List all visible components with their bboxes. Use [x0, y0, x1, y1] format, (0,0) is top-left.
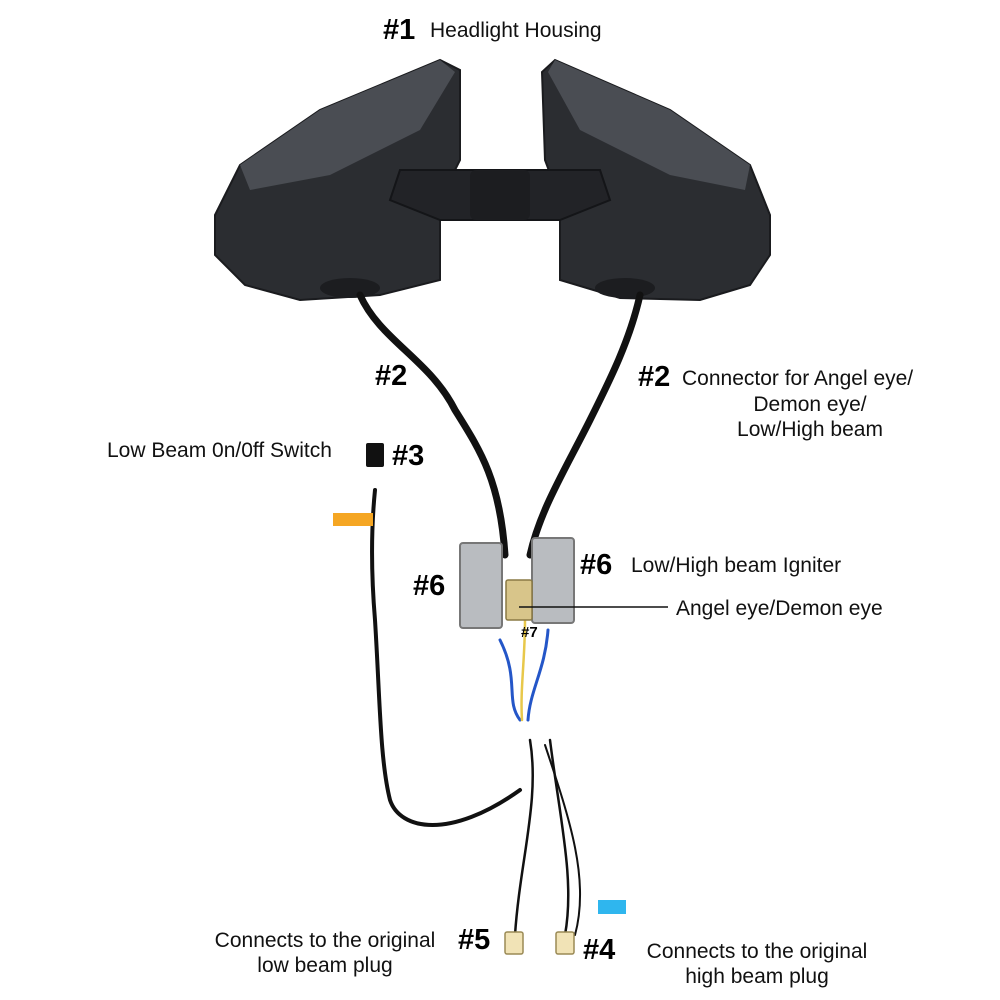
high-beam-plug — [555, 931, 575, 955]
label-3-number: #3 — [392, 440, 425, 472]
igniter-left — [459, 542, 503, 629]
wire-yellow — [520, 618, 527, 722]
harness-cables — [356, 291, 644, 937]
label-2-right-number: #2 — [638, 361, 671, 393]
label-2-right-line1: Connector for Angel eye/ — [682, 367, 914, 390]
headlight-housing — [214, 58, 771, 302]
label-3-text: Low Beam 0n/0ff Switch — [107, 439, 332, 462]
label-4-number: #4 — [583, 934, 616, 966]
label-6-left-number: #6 — [413, 570, 446, 602]
cable-left — [356, 291, 509, 559]
switch — [333, 443, 384, 526]
label-2-left-number: #2 — [375, 360, 408, 392]
label-6-right-number: #6 — [580, 549, 613, 581]
label-4-line1: Connects to the original — [646, 940, 868, 963]
cable-right — [526, 291, 644, 559]
housing-left-top — [240, 60, 455, 190]
igniter-right — [531, 537, 575, 624]
plugs — [504, 900, 626, 955]
bulb-socket-left — [320, 278, 380, 298]
wire-to-low-plug — [513, 738, 535, 937]
label-5-line1: Connects to the original — [214, 929, 436, 952]
label-2-right-line3: Low/High beam — [737, 418, 883, 441]
wire-blue-left — [498, 638, 522, 722]
housing-right-top — [548, 60, 750, 190]
wire-to-high-plug — [548, 738, 570, 937]
label-4-line2: high beam plug — [685, 965, 829, 988]
cable-switch — [369, 488, 522, 827]
label-5-number: #5 — [458, 924, 491, 956]
label-1-number: #1 — [383, 14, 416, 46]
label-7-number: #7 — [521, 624, 538, 641]
switch-body — [366, 443, 384, 467]
label-5-line2: low beam plug — [257, 954, 393, 977]
label-7-text: Angel eye/Demon eye — [676, 597, 883, 620]
wire-to-high-plug-2 — [544, 744, 582, 936]
label-6-right-text: Low/High beam Igniter — [631, 554, 842, 577]
wire-blue-right — [526, 628, 550, 722]
label-2-right-line2: Demon eye/ — [753, 393, 867, 416]
housing-bridge-tab — [470, 170, 530, 220]
switch-tag-orange — [333, 513, 373, 526]
label-1-text: Headlight Housing — [430, 19, 602, 42]
low-beam-plug — [504, 931, 524, 955]
angel-module — [505, 579, 533, 621]
high-beam-tag-blue — [598, 900, 626, 914]
igniters — [459, 537, 668, 629]
bulb-socket-right — [595, 278, 655, 298]
